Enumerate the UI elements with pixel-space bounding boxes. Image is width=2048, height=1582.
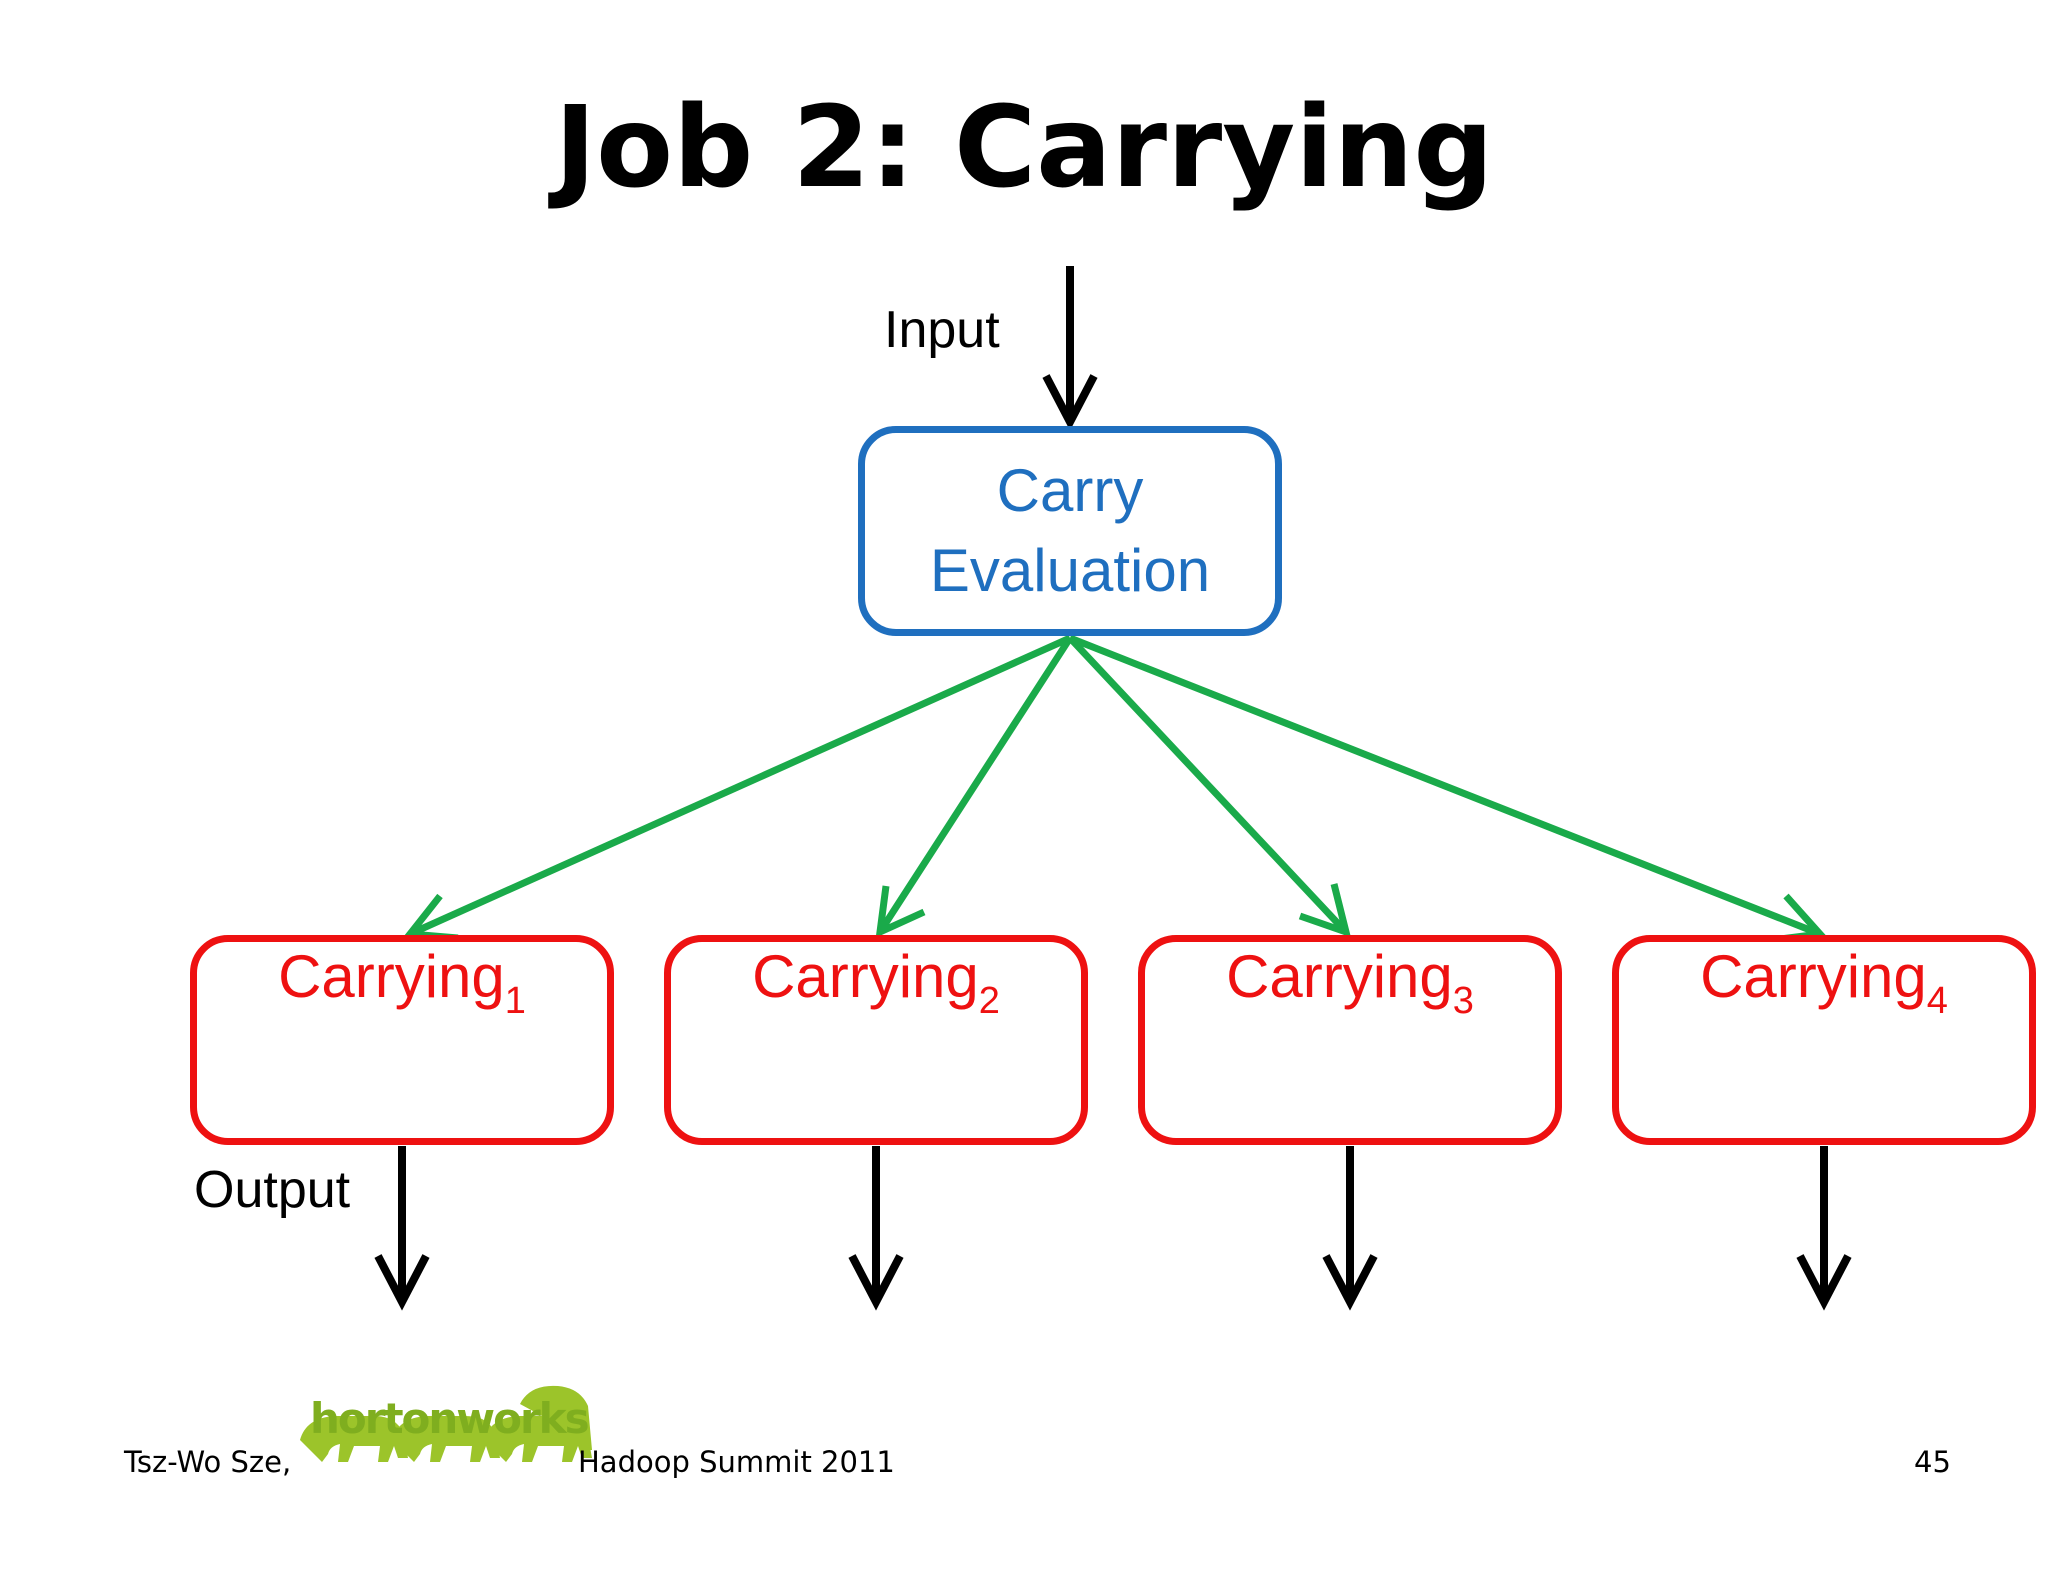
input-arrow: [1042, 266, 1098, 431]
carrying-node-subscript: 1: [504, 980, 526, 1022]
output-arrow-2: [848, 1146, 904, 1311]
carrying-node-subscript: 4: [1926, 980, 1948, 1022]
output-arrow-3: [1322, 1146, 1378, 1311]
carrying-node-label: Carrying: [1700, 943, 1927, 1010]
carrying-node-subscript: 3: [1452, 980, 1474, 1022]
fanout-arrow-4: [1068, 634, 1828, 944]
input-label: Input: [884, 301, 1000, 359]
carry-evaluation-line2: Evaluation: [929, 537, 1211, 604]
slide-title: Job 2: Carrying: [554, 83, 1494, 213]
output-arrow-1: [374, 1146, 430, 1311]
carry-evaluation-line1: Carry: [996, 457, 1144, 524]
page-number: 45: [1914, 1445, 1951, 1479]
output-label: Output: [194, 1161, 351, 1219]
fanout-arrow-2: [875, 636, 1073, 938]
carry-evaluation-node: Carry Evaluation: [858, 426, 1282, 636]
carrying-node-label: Carrying: [752, 943, 979, 1010]
fanout-arrow-3: [1067, 635, 1351, 938]
output-arrow-4: [1796, 1146, 1852, 1311]
footer-event: Hadoop Summit 2011: [578, 1445, 895, 1479]
hortonworks-logo-text: hortonworks: [310, 1394, 590, 1443]
carrying-node-label: Carrying: [278, 943, 505, 1010]
carrying-node-label: Carrying: [1226, 943, 1453, 1010]
carrying-node-subscript: 2: [978, 980, 1000, 1022]
footer-author: Tsz-Wo Sze,: [124, 1445, 292, 1479]
elephant-herd-icon: [300, 1385, 592, 1462]
